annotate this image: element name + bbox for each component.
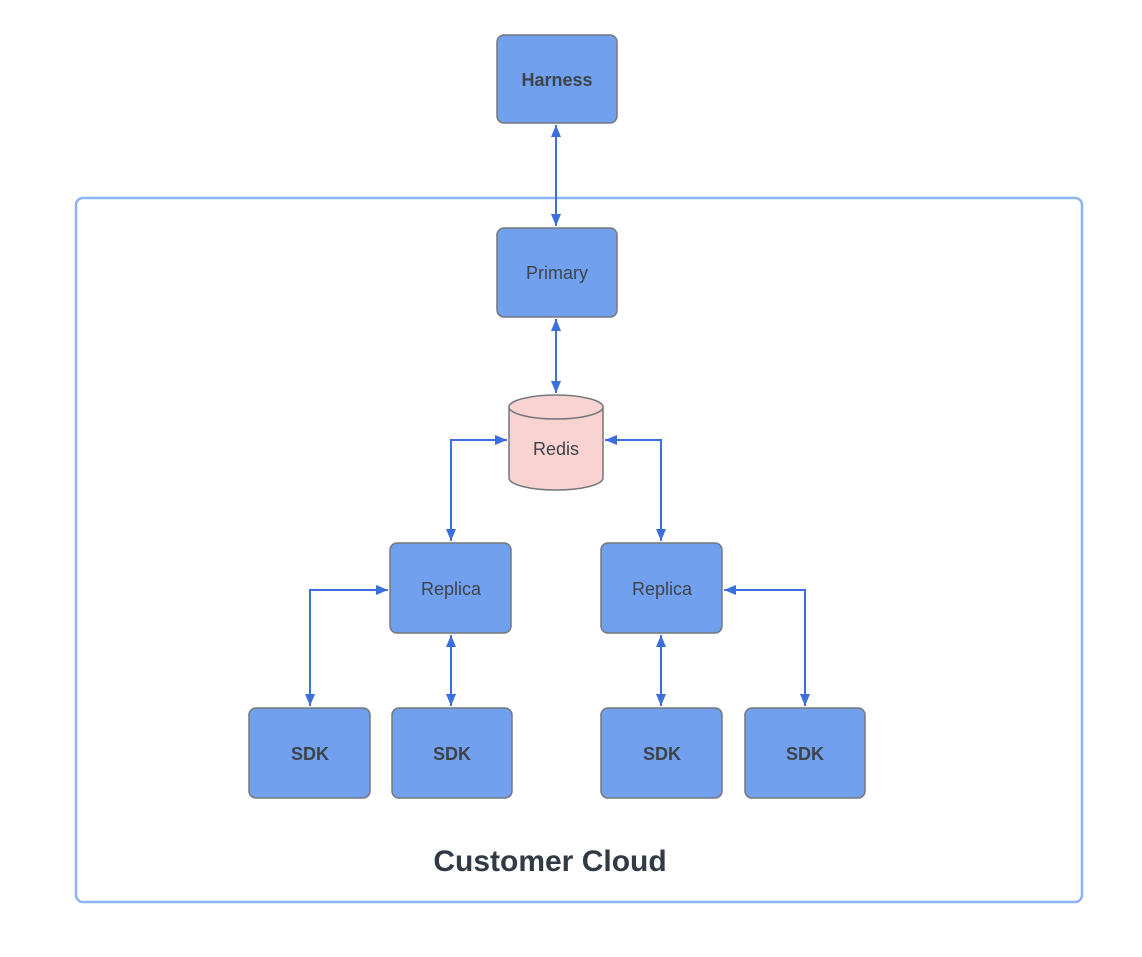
edge-replica-right-sdk-4 — [724, 585, 810, 706]
customer-cloud-label: Customer Cloud — [433, 845, 666, 878]
sdk-1-label: SDK — [291, 744, 329, 764]
harness-label: Harness — [521, 70, 592, 90]
sdk-3-box — [600, 707, 723, 799]
sdk-2-box — [391, 707, 513, 799]
sdk-1-box — [248, 707, 371, 799]
edge-redis-replica-right — [605, 435, 666, 541]
node-sdk-2: SDK — [391, 707, 513, 799]
sdk-4-label: SDK — [786, 744, 824, 764]
sdk-3-label: SDK — [643, 744, 681, 764]
sdk-4-box — [744, 707, 866, 799]
node-redis: Redis — [508, 394, 604, 491]
edges — [305, 125, 810, 706]
primary-box — [496, 227, 618, 318]
node-sdk-3: SDK — [600, 707, 723, 799]
redis-label: Redis — [533, 439, 579, 459]
node-sdk-4: SDK — [744, 707, 866, 799]
primary-label: Primary — [526, 263, 588, 283]
node-replica-right: Replica — [600, 542, 723, 634]
redis-cylinder-top — [508, 394, 604, 420]
redis-cylinder-body — [508, 406, 604, 491]
node-replica-left: Replica — [389, 542, 512, 634]
customer-cloud-boundary — [74, 196, 1084, 904]
edge-replica-left-sdk-1 — [305, 585, 388, 706]
edge-redis-replica-left — [446, 435, 507, 541]
node-harness: Harness — [496, 34, 618, 124]
replica-right-label: Replica — [632, 579, 693, 599]
replica-right-box — [600, 542, 723, 634]
node-sdk-1: SDK — [248, 707, 371, 799]
replica-left-label: Replica — [421, 579, 482, 599]
sdk-2-label: SDK — [433, 744, 471, 764]
node-primary: Primary — [496, 227, 618, 318]
harness-box — [496, 34, 618, 124]
replica-left-box — [389, 542, 512, 634]
